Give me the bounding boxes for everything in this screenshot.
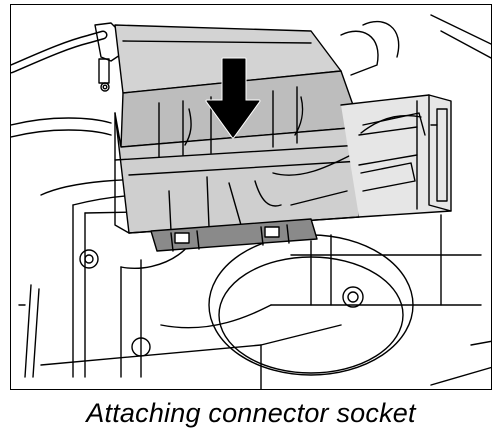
figure-caption: Attaching connector socket — [86, 398, 416, 428]
illustration-frame — [10, 4, 492, 390]
down-arrow-icon — [205, 57, 261, 139]
locking-slide — [340, 94, 452, 218]
cable — [11, 30, 108, 74]
connector-illustration — [11, 14, 491, 389]
